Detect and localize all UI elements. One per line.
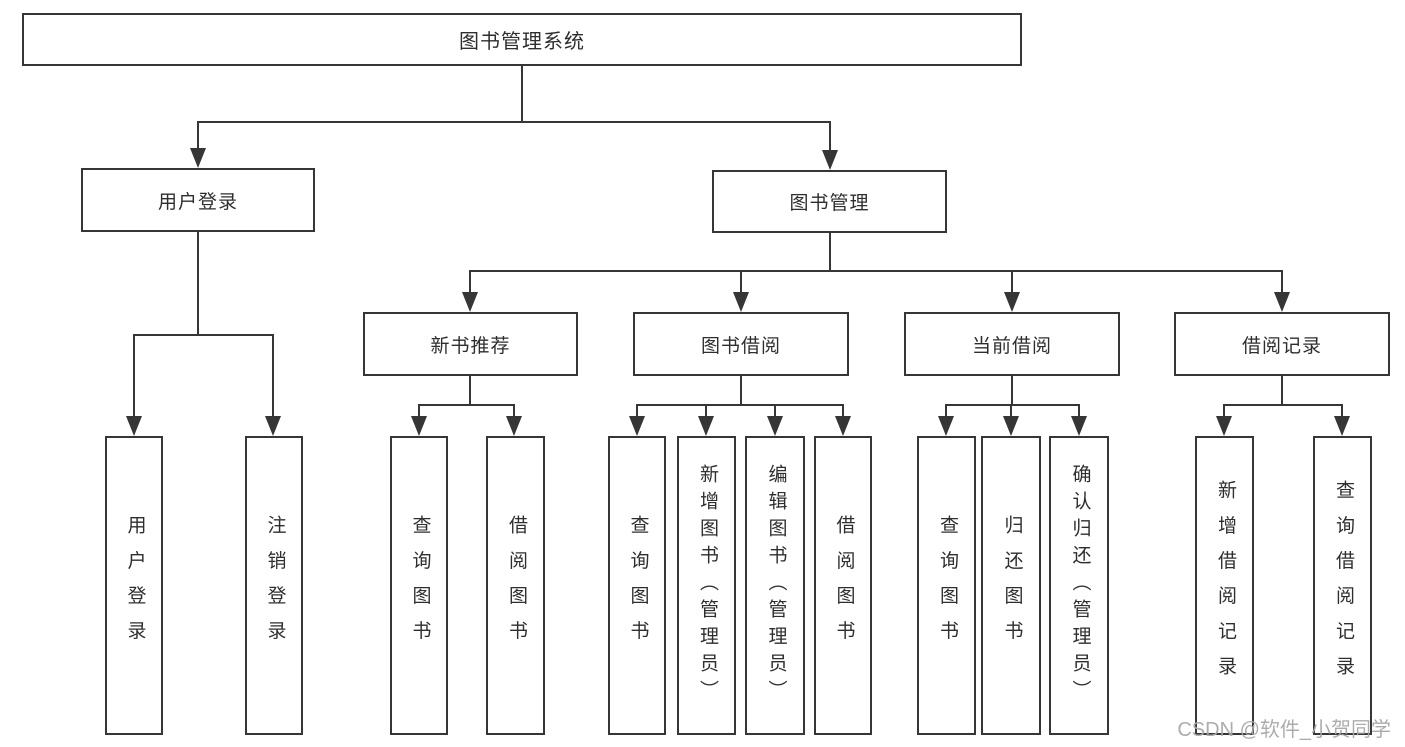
leaf-nbr-borrow-books: 借阅图书: [486, 436, 545, 735]
node-borrow-records: 借阅记录: [1174, 312, 1390, 376]
connector-to-book-management: [829, 122, 831, 150]
arrowhead-icon: [1004, 292, 1020, 312]
arrowhead-icon: [1274, 292, 1290, 312]
connector-cb-child1: [945, 406, 947, 416]
connector-bb-child2: [705, 406, 707, 416]
leaf-br-query-record-label: 查询借阅记录: [1332, 480, 1354, 691]
connector-br-rail: [1223, 404, 1343, 406]
leaf-user-login-label: 用户登录: [124, 515, 146, 656]
leaf-logout: 注销登录: [245, 436, 303, 735]
arrowhead-icon: [1216, 416, 1232, 436]
connector-bb-rail: [636, 404, 844, 406]
node-book-borrow: 图书借阅: [633, 312, 849, 376]
leaf-cb-return-books: 归还图书: [981, 436, 1041, 735]
leaf-cb-confirm-return-admin-label: 确认归还（管理员）: [1069, 464, 1091, 707]
connector-cb-child2: [1010, 406, 1012, 416]
connector-to-login: [133, 336, 135, 416]
node-new-book-recommend-label: 新书推荐: [430, 335, 511, 357]
connector-nbr-child2: [513, 406, 515, 416]
connector-bb-child4: [842, 406, 844, 416]
arrowhead-icon: [126, 416, 142, 436]
node-book-management: 图书管理: [712, 170, 947, 233]
arrowhead-icon: [265, 416, 281, 436]
arrowhead-icon: [938, 416, 954, 436]
connector-level1-rail: [197, 121, 831, 123]
leaf-logout-label: 注销登录: [264, 515, 286, 656]
connector-user-login-rail: [133, 334, 274, 336]
arrowhead-icon: [462, 292, 478, 312]
node-book-management-label: 图书管理: [789, 193, 870, 214]
connector-nbr-trunk: [469, 376, 471, 406]
leaf-bb-query-books-label: 查询图书: [627, 515, 649, 656]
connector-to-logout: [272, 336, 274, 416]
leaf-cb-query-books-label: 查询图书: [936, 515, 958, 656]
connector-to-borrow-records: [1281, 270, 1283, 292]
csdn-watermark: CSDN @软件_小贺同学: [1177, 719, 1391, 741]
arrowhead-icon: [411, 416, 427, 436]
leaf-nbr-query-books-label: 查询图书: [409, 515, 431, 656]
node-user-login: 用户登录: [81, 168, 315, 232]
connector-level2-rail: [470, 270, 1283, 272]
connector-br-child1: [1223, 406, 1225, 416]
connector-bb-trunk: [740, 376, 742, 406]
connector-bb-child3: [774, 406, 776, 416]
leaf-cb-confirm-return-admin: 确认归还（管理员）: [1049, 436, 1109, 735]
leaf-bb-add-books-admin: 新增图书（管理员）: [677, 436, 736, 735]
connector-br-trunk: [1281, 376, 1283, 406]
leaf-br-add-record-label: 新增借阅记录: [1214, 480, 1236, 691]
connector-book-mgmt-trunk: [829, 233, 831, 272]
node-borrow-records-label: 借阅记录: [1241, 335, 1322, 357]
connector-user-login-trunk: [197, 232, 199, 336]
leaf-nbr-borrow-books-label: 借阅图书: [505, 515, 527, 656]
connector-cb-trunk: [1011, 376, 1013, 406]
node-book-borrow-label: 图书借阅: [700, 335, 781, 357]
connector-br-child2: [1341, 406, 1343, 416]
leaf-cb-return-books-label: 归还图书: [1001, 515, 1023, 656]
leaf-bb-borrow-books-label: 借阅图书: [833, 515, 855, 656]
leaf-cb-query-books: 查询图书: [917, 436, 976, 735]
node-user-login-label: 用户登录: [157, 191, 238, 213]
leaf-br-add-record: 新增借阅记录: [1195, 436, 1254, 735]
arrowhead-icon: [767, 416, 783, 436]
node-new-book-recommend: 新书推荐: [363, 312, 578, 376]
leaf-br-query-record: 查询借阅记录: [1313, 436, 1372, 735]
connector-cb-rail: [945, 404, 1080, 406]
node-root-system: 图书管理系统: [22, 13, 1022, 66]
connector-cb-child3: [1078, 406, 1080, 416]
connector-to-current-borrow: [1011, 270, 1013, 292]
node-root-label: 图书管理系统: [459, 31, 585, 53]
leaf-user-login: 用户登录: [105, 436, 163, 735]
connector-bb-child1: [636, 406, 638, 416]
arrowhead-icon: [1071, 416, 1087, 436]
arrowhead-icon: [698, 416, 714, 436]
connector-root-trunk: [521, 66, 523, 122]
leaf-bb-edit-books-admin: 编辑图书（管理员）: [745, 436, 805, 735]
connector-to-new-book-recommend: [469, 270, 471, 292]
leaf-nbr-query-books: 查询图书: [390, 436, 448, 735]
arrowhead-icon: [190, 148, 206, 168]
leaf-bb-edit-books-admin-label: 编辑图书（管理员）: [765, 464, 787, 707]
arrowhead-icon: [1003, 416, 1019, 436]
arrowhead-icon: [822, 150, 838, 170]
leaf-bb-add-books-admin-label: 新增图书（管理员）: [696, 464, 718, 707]
leaf-bb-query-books: 查询图书: [608, 436, 666, 735]
connector-to-user-login: [197, 122, 199, 148]
arrowhead-icon: [835, 416, 851, 436]
connector-to-book-borrow: [740, 270, 742, 292]
arrowhead-icon: [506, 416, 522, 436]
arrowhead-icon: [629, 416, 645, 436]
node-current-borrow-label: 当前借阅: [971, 335, 1052, 357]
arrowhead-icon: [733, 292, 749, 312]
arrowhead-icon: [1334, 416, 1350, 436]
node-current-borrow: 当前借阅: [904, 312, 1120, 376]
leaf-bb-borrow-books: 借阅图书: [814, 436, 872, 735]
connector-nbr-child1: [418, 406, 420, 416]
connector-nbr-rail: [418, 404, 515, 406]
